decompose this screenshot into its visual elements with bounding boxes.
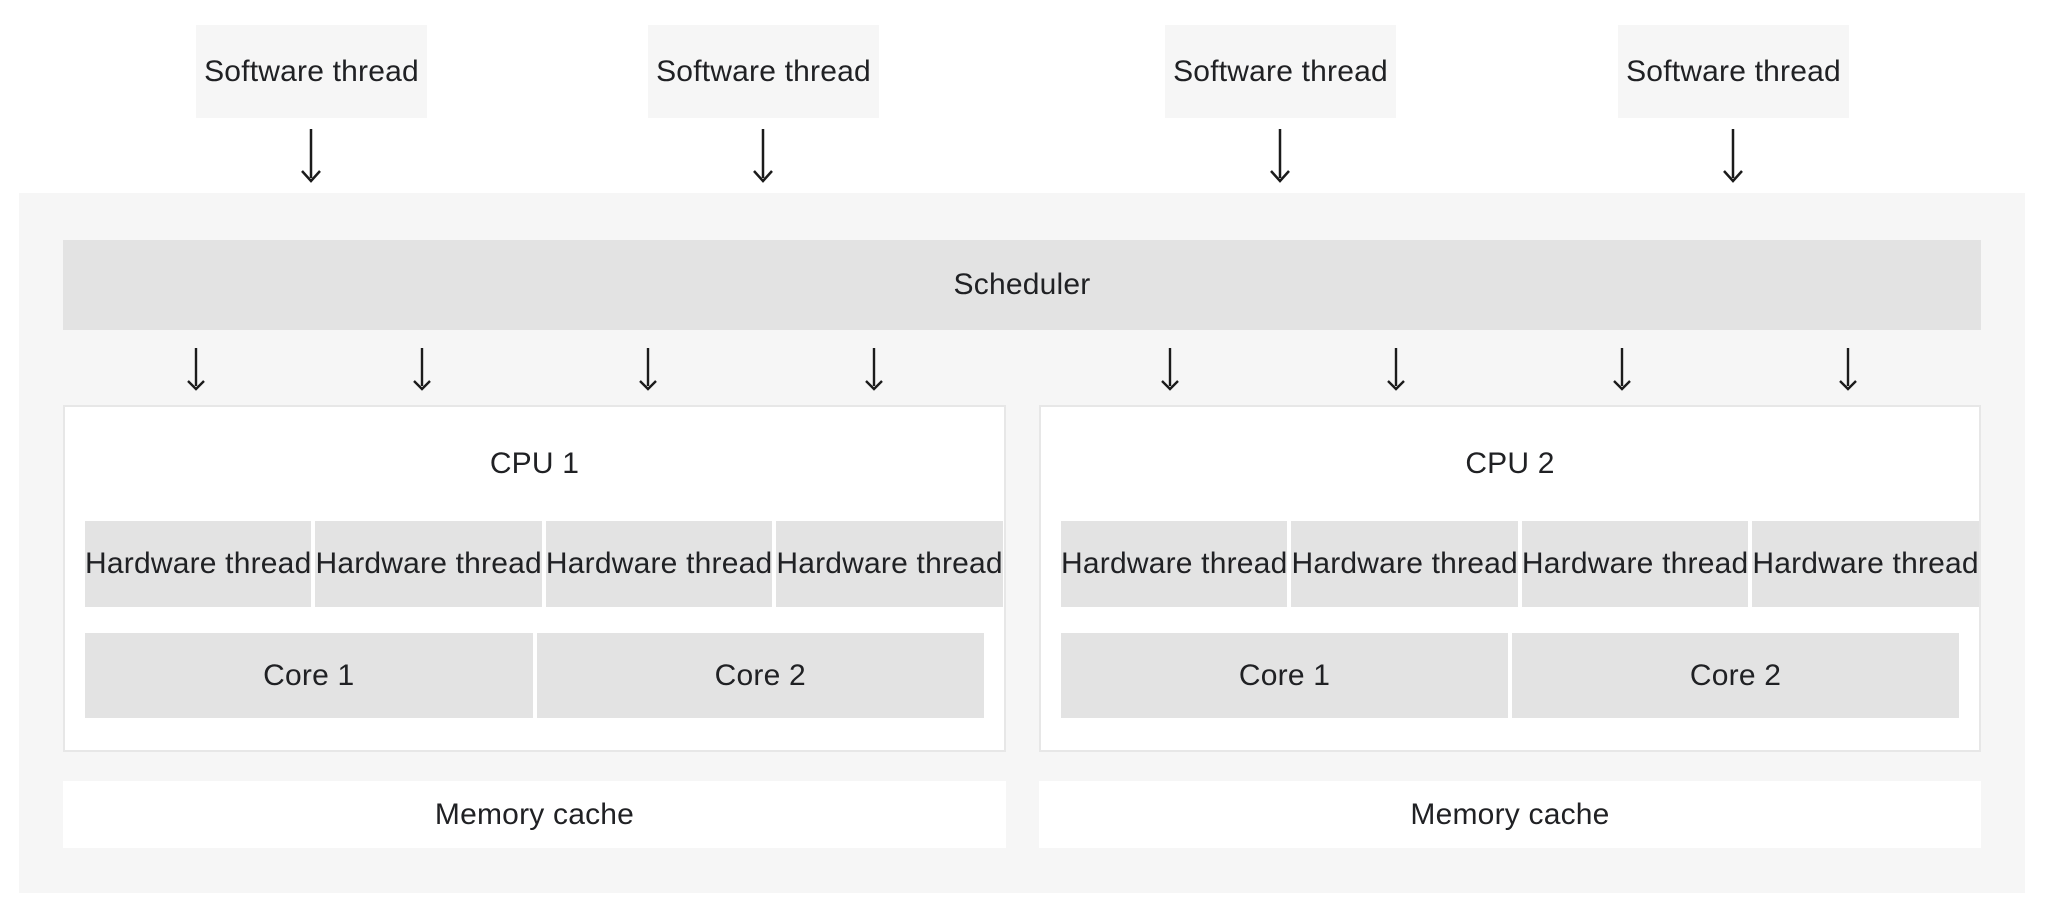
core-box: Core 2 [536, 633, 984, 718]
hardware-thread-label: Hardware thread [776, 547, 1003, 580]
cpu-title-label: CPU 2 [1465, 447, 1555, 480]
scheduler-box: Scheduler [63, 240, 1981, 330]
hardware-thread-box: Hardware thread [1521, 521, 1749, 607]
down-arrow-icon [413, 348, 431, 391]
hardware-thread-box: Hardware thread [85, 521, 312, 607]
software-thread-label: Software thread [1173, 54, 1388, 88]
hardware-thread-row: Hardware thread Hardware thread Hardware… [1061, 521, 1979, 607]
cpu-box-2: CPU 2 Hardware thread Hardware thread Ha… [1039, 405, 1981, 752]
down-arrow-icon [1613, 348, 1631, 391]
down-arrow-icon [1387, 348, 1405, 391]
software-thread-label: Software thread [204, 54, 419, 88]
hardware-thread-box: Hardware thread [1061, 521, 1288, 607]
hardware-thread-label: Hardware thread [545, 547, 773, 580]
memory-cache-box: Memory cache [63, 781, 1006, 848]
core-label: Core 1 [263, 658, 355, 692]
cpu-box-1: CPU 1 Hardware thread Hardware thread Ha… [63, 405, 1006, 752]
software-thread-box: Software thread [648, 25, 879, 118]
down-arrow-icon [865, 348, 883, 391]
hardware-thread-label: Hardware thread [1061, 547, 1288, 580]
core-box: Core 2 [1512, 633, 1959, 718]
down-arrow-icon [1161, 348, 1179, 391]
software-thread-box: Software thread [196, 25, 427, 118]
core-box: Core 1 [1061, 633, 1508, 718]
hardware-thread-label: Hardware thread [1752, 547, 1979, 580]
hardware-thread-label: Hardware thread [85, 547, 312, 580]
hardware-thread-box: Hardware thread [545, 521, 773, 607]
hardware-thread-row: Hardware thread Hardware thread Hardware… [85, 521, 1003, 607]
hardware-thread-label: Hardware thread [315, 547, 542, 580]
software-thread-box: Software thread [1618, 25, 1849, 118]
down-arrow-icon [1839, 348, 1857, 391]
core-label: Core 1 [1238, 658, 1331, 692]
down-arrow-icon [753, 129, 773, 183]
core-row: Core 1 Core 2 [1061, 633, 1959, 718]
cpu-title: CPU 1 [65, 407, 1004, 521]
hardware-thread-box: Hardware thread [1752, 521, 1979, 607]
core-box: Core 1 [85, 633, 533, 718]
hardware-thread-box: Hardware thread [776, 521, 1003, 607]
down-arrow-icon [187, 348, 205, 391]
core-row: Core 1 Core 2 [85, 633, 984, 718]
down-arrow-icon [1270, 129, 1290, 183]
cpu-title-label: CPU 1 [489, 447, 580, 480]
cpu-title: CPU 2 [1041, 407, 1979, 521]
hardware-thread-label: Hardware thread [1291, 547, 1518, 580]
core-label: Core 2 [1689, 658, 1782, 692]
down-arrow-icon [1723, 129, 1743, 183]
down-arrow-icon [639, 348, 657, 391]
memory-cache-label: Memory cache [1410, 797, 1610, 831]
scheduler-label: Scheduler [953, 268, 1091, 301]
hardware-thread-box: Hardware thread [1291, 521, 1518, 607]
software-thread-box: Software thread [1165, 25, 1396, 118]
memory-cache-box: Memory cache [1039, 781, 1981, 848]
memory-cache-label: Memory cache [434, 797, 635, 831]
software-thread-label: Software thread [656, 54, 871, 88]
machine-container: Scheduler [19, 193, 2025, 893]
hardware-thread-box: Hardware thread [315, 521, 542, 607]
software-thread-label: Software thread [1626, 54, 1841, 88]
core-label: Core 2 [714, 658, 806, 692]
hardware-thread-label: Hardware thread [1521, 547, 1749, 580]
down-arrow-icon [301, 129, 321, 183]
